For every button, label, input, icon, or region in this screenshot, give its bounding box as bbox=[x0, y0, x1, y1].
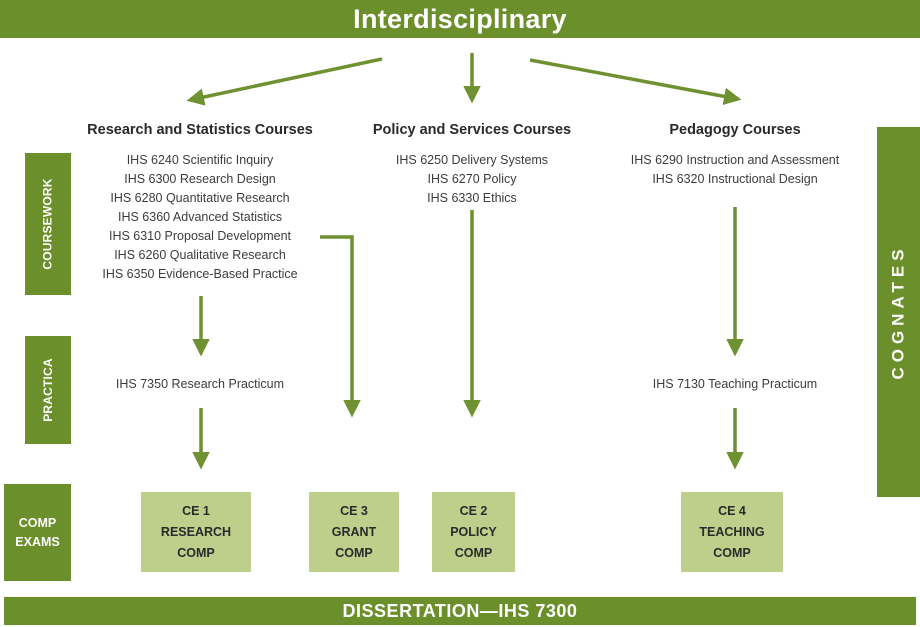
list-item: IHS 6260 Qualitative Research bbox=[114, 248, 286, 262]
teaching-practicum: IHS 7130 Teaching Practicum bbox=[652, 377, 818, 391]
ce1-research-comp: CE 1 RESEARCH COMP bbox=[141, 492, 251, 572]
list-item: IHS 6240 Scientific Inquiry bbox=[126, 153, 274, 167]
research-column-title: Research and Statistics Courses bbox=[87, 122, 313, 138]
ce4-teaching-comp: CE 4 TEACHING COMP bbox=[681, 492, 783, 572]
program-title: Interdisciplinary bbox=[0, 0, 920, 38]
ce2-policy-comp: CE 2 POLICY COMP bbox=[432, 492, 515, 572]
list-item: IHS 6310 Proposal Development bbox=[108, 229, 292, 243]
research-practicum: IHS 7350 Research Practicum bbox=[115, 377, 285, 391]
list-item: IHS 6350 Evidence-Based Practice bbox=[102, 267, 298, 281]
list-item: IHS 6320 Instructional Design bbox=[652, 172, 818, 186]
list-item: IHS 6270 Policy bbox=[427, 172, 517, 186]
cognates-bar: COGNATES bbox=[877, 127, 920, 497]
arrow-to-pedagogy bbox=[529, 58, 742, 106]
list-item: IHS 6360 Advanced Statistics bbox=[118, 210, 282, 224]
list-item: IHS 6300 Research Design bbox=[124, 172, 276, 186]
research-course-list: IHS 6240 Scientific Inquiry IHS 6300 Res… bbox=[60, 151, 340, 284]
pedagogy-column-title: Pedagogy Courses bbox=[669, 122, 801, 138]
policy-column-title: Policy and Services Courses bbox=[372, 122, 572, 138]
list-item: IHS 6330 Ethics bbox=[427, 191, 517, 205]
arrow-to-research bbox=[186, 57, 383, 106]
ce3-grant-comp: CE 3 GRANT COMP bbox=[309, 492, 399, 572]
arrow-proposal-to-ce3 bbox=[320, 235, 361, 418]
practica-label: PRACTICA bbox=[25, 336, 71, 444]
comp-exams-label: COMP EXAMS bbox=[4, 484, 71, 581]
list-item: IHS 6280 Quantitative Research bbox=[110, 191, 290, 205]
policy-course-list: IHS 6250 Delivery Systems IHS 6270 Polic… bbox=[360, 151, 584, 208]
pedagogy-course-list: IHS 6290 Instruction and Assessment IHS … bbox=[600, 151, 870, 189]
dissertation-bar: DISSERTATION—IHS 7300 bbox=[4, 597, 916, 625]
list-item: IHS 6290 Instruction and Assessment bbox=[630, 153, 840, 167]
coursework-label: COURSEWORK bbox=[25, 153, 71, 295]
list-item: IHS 6250 Delivery Systems bbox=[395, 153, 549, 167]
